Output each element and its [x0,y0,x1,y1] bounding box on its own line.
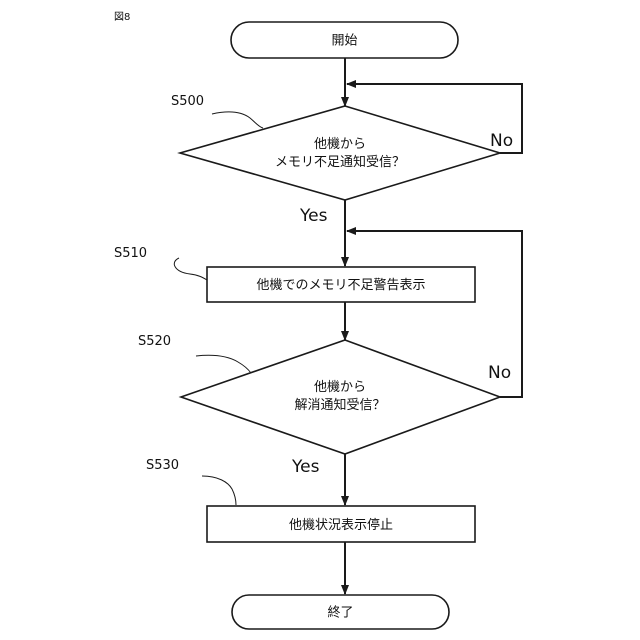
step-label-s520: S520 [138,334,171,349]
end-node: 終了 [232,595,449,629]
step-leader-s510 [174,258,207,280]
decision-resolved-line-2: 解消通知受信？ [294,397,385,413]
end-label: 終了 [327,605,353,621]
branch-label-d1-no: No [490,131,513,151]
decision-memory-shortage: 他機から メモリ不足通知受信？ [180,106,500,200]
figure-label: 図8 [114,11,130,23]
decision-resolved-line-1: 他機から [314,380,366,395]
step-leader-s500 [212,112,263,128]
decision-resolved: 他機から 解消通知受信？ [181,340,500,454]
branch-label-d2-no: No [488,363,511,383]
step-leader-s520 [196,355,251,373]
step-leader-s530 [202,476,236,505]
decision-memory-shortage-line-1: 他機から [314,137,366,152]
process-warning-display: 他機でのメモリ不足警告表示 [207,267,475,302]
start-node: 開始 [231,22,458,58]
start-label: 開始 [331,34,357,49]
branch-label-d1-yes: Yes [299,206,328,226]
process-stop-status-display: 他機状況表示停止 [207,506,475,542]
step-label-s500: S500 [171,94,204,109]
decision-memory-shortage-line-2: メモリ不足通知受信？ [275,154,405,170]
step-label-s530: S530 [146,458,179,473]
process-warning-display-label: 他機でのメモリ不足警告表示 [256,277,425,293]
process-stop-status-display-label: 他機状況表示停止 [289,517,393,533]
step-label-s510: S510 [114,246,147,261]
branch-label-d2-yes: Yes [291,457,320,477]
